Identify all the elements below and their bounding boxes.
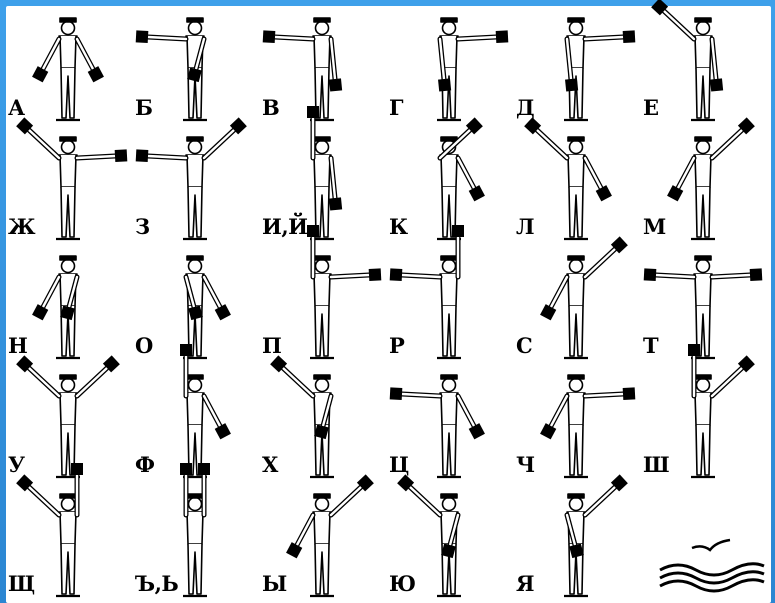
- signal-letter: Т: [643, 333, 658, 358]
- left-flag: [390, 387, 403, 400]
- signal-cell: Ч: [514, 363, 641, 483]
- signal-letter: Р: [389, 333, 404, 358]
- sailor-figure: [641, 244, 768, 364]
- right-flag: [329, 197, 342, 210]
- signal-letter: К: [389, 214, 408, 239]
- signal-cell: Ш: [641, 363, 768, 483]
- signal-cell: Щ: [6, 482, 133, 602]
- signal-cell: С: [514, 244, 641, 364]
- semaphore-chart: А Б В Г Д Е Ж З И,Й К Л М Н О П Р С Т У Ф Х Ц Ч Ш Щ Ъ,Ь Ы Ю Я: [6, 6, 771, 603]
- left-flag: [438, 78, 451, 91]
- signal-cell: В: [260, 6, 387, 126]
- right-flag: [750, 268, 763, 281]
- left-flag: [263, 30, 276, 43]
- sailor-figure: [260, 363, 387, 483]
- right-flag: [71, 463, 83, 475]
- right-flag: [115, 149, 128, 162]
- signal-cell: Д: [514, 6, 641, 126]
- signal-letter: З: [135, 214, 150, 239]
- sailor-figure: [641, 6, 768, 126]
- signal-letter: Ф: [135, 452, 154, 477]
- signal-letter: С: [516, 333, 532, 358]
- signal-letter: Ш: [643, 452, 669, 477]
- signal-cell: Ц: [387, 363, 514, 483]
- signal-cell: А: [6, 6, 133, 126]
- signal-cell: О: [133, 244, 260, 364]
- left-flag: [307, 225, 319, 237]
- left-flag: [688, 344, 700, 356]
- left-flag: [644, 268, 657, 281]
- signal-letter: Л: [516, 214, 534, 239]
- signal-letter: А: [8, 95, 25, 120]
- signal-cell: Ж: [6, 125, 133, 245]
- signal-cell: Г: [387, 6, 514, 126]
- signal-letter: Б: [135, 95, 152, 120]
- signal-cell: Ы: [260, 482, 387, 602]
- signal-letter: Ы: [262, 571, 287, 596]
- signal-cell: Ъ,Ь: [133, 482, 260, 602]
- signal-cell: Ю: [387, 482, 514, 602]
- signal-letter: Ж: [8, 214, 35, 239]
- signal-cell: Т: [641, 244, 768, 364]
- seagull-waves-logo: [652, 530, 768, 598]
- signal-cell: Л: [514, 125, 641, 245]
- right-flag: [710, 78, 723, 91]
- signal-letter: М: [643, 214, 666, 239]
- right-flag: [623, 30, 636, 43]
- signal-cell: И,Й: [260, 125, 387, 245]
- signal-cell: М: [641, 125, 768, 245]
- right-flag: [623, 387, 636, 400]
- right-flag: [452, 225, 464, 237]
- signal-letter: Ю: [389, 571, 416, 596]
- signal-cell: К: [387, 125, 514, 245]
- left-flag: [180, 344, 192, 356]
- left-flag: [390, 268, 403, 281]
- signal-letter: Ч: [516, 452, 535, 477]
- signal-cell: Ф: [133, 363, 260, 483]
- signal-letter: Г: [389, 95, 403, 120]
- left-flag: [136, 30, 149, 43]
- sailor-figure: [387, 244, 514, 364]
- signal-letter: У: [8, 452, 25, 477]
- signal-letter: О: [135, 333, 153, 358]
- right-flag: [198, 463, 210, 475]
- signal-letter: Х: [262, 452, 278, 477]
- left-flag: [307, 106, 319, 118]
- signal-letter: Ъ,Ь: [135, 571, 178, 596]
- sailor-figure: [514, 244, 641, 364]
- right-flag: [496, 30, 509, 43]
- signal-letter: И,Й: [262, 214, 308, 239]
- left-flag: [565, 78, 578, 91]
- signal-letter: Д: [516, 95, 534, 120]
- sailor-figure: [6, 6, 133, 126]
- signal-cell: Р: [387, 244, 514, 364]
- signal-cell: Х: [260, 363, 387, 483]
- left-flag: [136, 149, 149, 162]
- signal-letter: Я: [516, 571, 534, 596]
- signal-cell: З: [133, 125, 260, 245]
- sailor-figure: [6, 363, 133, 483]
- signal-letter: Ц: [389, 452, 409, 477]
- signal-cell: Я: [514, 482, 641, 602]
- signal-cell: Е: [641, 6, 768, 126]
- signal-cell: Н: [6, 244, 133, 364]
- right-flag: [329, 78, 342, 91]
- signal-letter: Щ: [8, 571, 35, 596]
- left-flag: [180, 463, 192, 475]
- signal-letter: В: [262, 95, 279, 120]
- sailor-figure: [133, 125, 260, 245]
- signal-cell: П: [260, 244, 387, 364]
- signal-letter: Е: [643, 95, 659, 120]
- signal-letter: П: [262, 333, 281, 358]
- signal-cell: У: [6, 363, 133, 483]
- signal-letter: Н: [8, 333, 27, 358]
- signal-cell: Б: [133, 6, 260, 126]
- right-flag: [369, 268, 382, 281]
- sailor-figure: [387, 6, 514, 126]
